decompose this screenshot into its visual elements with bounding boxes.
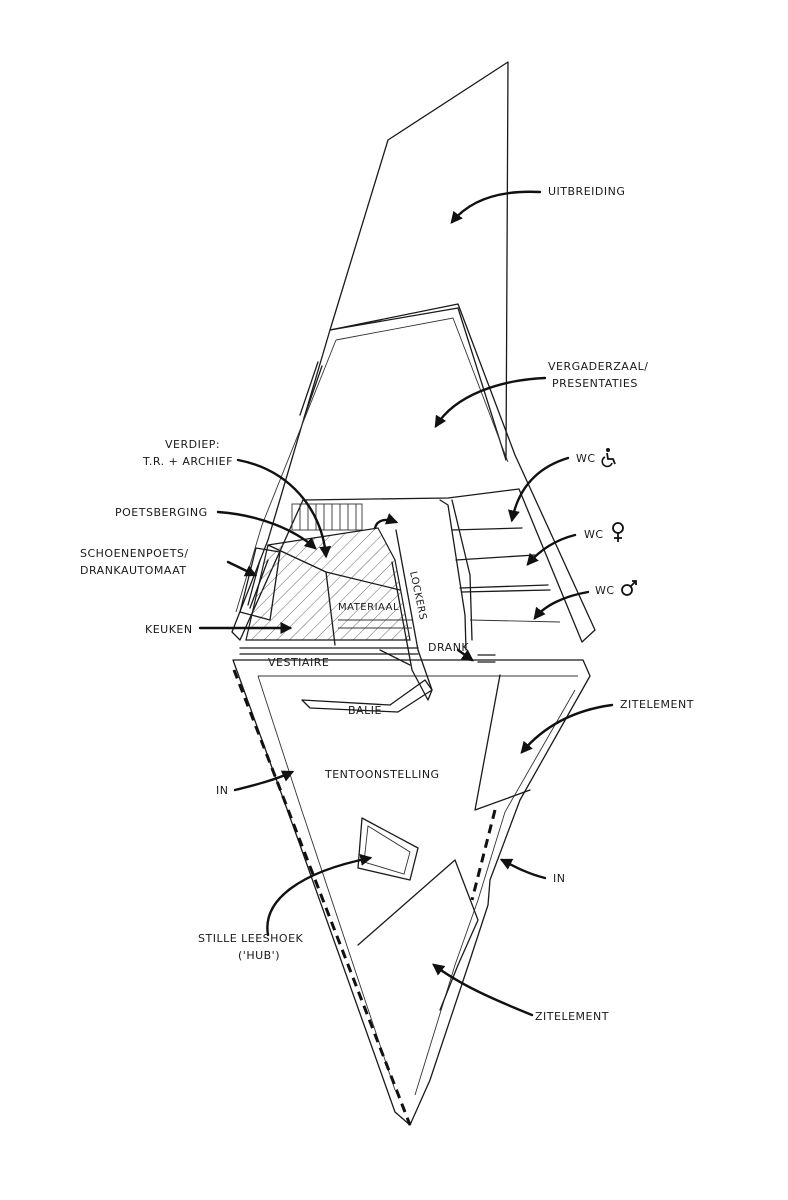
wc-female: WC (584, 522, 624, 542)
entrance-dash-right (470, 809, 497, 901)
male-symbol-icon (621, 580, 637, 596)
label-in-right: IN (553, 872, 565, 885)
female-symbol-icon (612, 522, 624, 542)
entrance-dash-left (232, 669, 412, 1126)
exhibition-zone (357, 674, 531, 1011)
wc-male: WC (595, 580, 637, 597)
label-balie: BALIE (348, 704, 382, 717)
service-zone (239, 499, 561, 713)
label-vergaderzaal: VERGADERZAAL/ (548, 360, 648, 373)
label-verdiep: VERDIEP: (165, 438, 220, 451)
label-wc-accessible: WC (576, 452, 596, 465)
label-keuken: KEUKEN (145, 623, 193, 636)
label-hub: ('HUB') (238, 949, 280, 962)
label-poetsberging: POETSBERGING (115, 506, 208, 519)
label-presentaties: PRESENTATIES (552, 377, 638, 390)
wheelchair-icon (601, 448, 616, 468)
label-tr-archief: T.R. + ARCHIEF (142, 455, 233, 468)
label-wc-female: WC (584, 528, 604, 541)
label-drank: DRANK (428, 641, 469, 654)
label-tentoonstelling: TENTOONSTELLING (324, 768, 440, 781)
label-stille-leeshoek: STILLE LEESHOEK (198, 932, 304, 945)
label-uitbreiding: UITBREIDING (548, 185, 625, 198)
label-zitelement-bottom: ZITELEMENT (535, 1010, 609, 1023)
label-lockers: LOCKERS (407, 570, 428, 621)
label-zitelement-top: ZITELEMENT (620, 698, 694, 711)
annotation-arrows (198, 190, 614, 1017)
label-vestiaire: VESTIAIRE (268, 656, 329, 669)
wc-accessible: WC (576, 448, 616, 468)
label-drankautomaat: DRANKAUTOMAAT (80, 564, 187, 577)
label-schoenenpoets: SCHOENENPOETS/ (80, 547, 189, 560)
building-outline (231, 61, 596, 1126)
label-wc-male: WC (595, 584, 615, 597)
label-materiaal: MATERIAAL (338, 602, 399, 613)
label-in-left: IN (216, 784, 228, 797)
